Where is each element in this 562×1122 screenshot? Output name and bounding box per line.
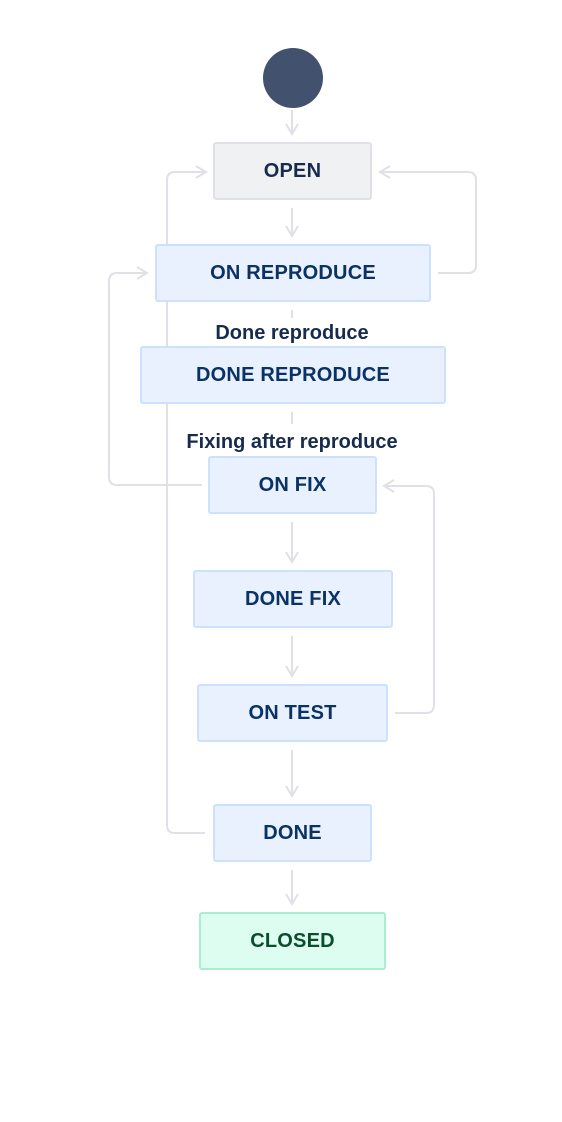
status-label: DONE	[263, 821, 322, 844]
status-done-fix[interactable]: DONE FIX	[193, 570, 393, 628]
status-done-reproduce[interactable]: DONE REPRODUCE	[140, 346, 446, 404]
transition-label-done-reproduce[interactable]: Done reproduce	[213, 321, 371, 345]
status-label: ON TEST	[248, 701, 337, 724]
arrow-on-test-to-on-fix	[384, 485, 435, 714]
arrowhead-icon	[382, 479, 395, 493]
arrow-on-fix-to-on-reproduce	[108, 272, 202, 486]
status-on-fix[interactable]: ON FIX	[208, 456, 377, 514]
arrowhead-icon	[285, 225, 299, 238]
status-closed[interactable]: CLOSED	[199, 912, 386, 970]
status-on-test[interactable]: ON TEST	[197, 684, 388, 742]
status-on-reproduce[interactable]: ON REPRODUCE	[155, 244, 431, 302]
arrowhead-icon	[285, 785, 299, 798]
arrowhead-icon	[378, 165, 391, 179]
start-node	[263, 48, 323, 108]
arrowhead-icon	[285, 551, 299, 564]
arrow-done-to-open	[166, 171, 206, 834]
status-label: DONE FIX	[244, 587, 342, 610]
status-done[interactable]: DONE	[213, 804, 372, 862]
arrow-on-reproduce-to-open	[380, 171, 477, 274]
status-label: OPEN	[263, 159, 322, 182]
status-label: CLOSED	[250, 929, 335, 952]
status-open[interactable]: OPEN	[213, 142, 372, 200]
status-label: ON REPRODUCE	[210, 261, 376, 284]
status-label: ON FIX	[258, 473, 327, 496]
arrowhead-icon	[195, 165, 208, 179]
arrowhead-icon	[285, 893, 299, 906]
arrowhead-icon	[285, 665, 299, 678]
status-label: DONE REPRODUCE	[196, 363, 390, 386]
arrowhead-icon	[285, 123, 299, 136]
transition-label-fixing-after-reproduce[interactable]: Fixing after reproduce	[184, 430, 400, 454]
arrowhead-icon	[136, 266, 149, 280]
